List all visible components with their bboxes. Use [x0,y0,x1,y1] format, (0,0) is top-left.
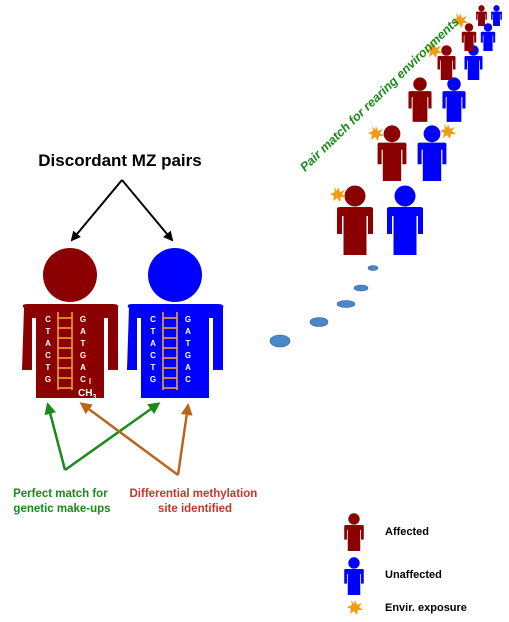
svg-text:A: A [80,327,86,336]
svg-text:Unaffected: Unaffected [385,569,442,581]
exposure-burst [440,124,456,139]
dna-strand-b-left: G A T G A C [80,315,86,384]
exposure-burst-icon [347,600,363,615]
svg-text:A: A [45,339,51,348]
twin-pair-2 [368,124,456,181]
genetic-match-label: Perfect match for genetic make-ups [13,488,111,515]
svg-text:A: A [185,327,191,336]
receding-twin-pairs [330,5,502,255]
methyl-group-label: CH3 [78,388,96,401]
dna-strand-a-right: C T A C T G [150,315,156,384]
exposure-burst [368,126,384,141]
svg-text:C: C [45,351,51,360]
svg-text:T: T [46,327,51,336]
svg-text:C: C [185,375,191,384]
svg-text:T: T [151,363,156,372]
svg-text:G: G [45,375,51,384]
twin-unaffected-head [148,248,202,302]
twin-unaffected-body [127,304,224,398]
svg-text:T: T [46,363,51,372]
exposure-burst [330,187,346,202]
svg-text:T: T [186,339,191,348]
svg-text:G: G [80,315,86,324]
svg-text:G: G [80,351,86,360]
svg-text:A: A [150,339,156,348]
twin-affected-head [43,248,97,302]
legend-affected: Affected [344,513,429,551]
legend-unaffected: Unaffected [344,557,442,595]
svg-text:Envir. exposure: Envir. exposure [385,602,467,614]
svg-text:G: G [185,315,191,324]
twin-pair-5 [461,23,496,51]
diagram-title: Discordant MZ pairs [38,151,201,170]
dna-ladder-right [162,312,178,390]
svg-text:C: C [150,351,156,360]
svg-text:C: C [80,375,86,384]
svg-text:Affected: Affected [385,526,429,538]
svg-text:G: G [150,375,156,384]
legend: Affected Unaffected Envir. exposure [344,513,467,615]
title-arrows [70,179,174,242]
svg-text:A: A [80,363,86,372]
methylation-label: Differential methylation site identified [129,488,260,515]
dna-strand-b-right: G A T G A C [185,315,191,384]
svg-text:C: C [150,315,156,324]
twin-pair-3 [408,77,466,122]
legend-exposure: Envir. exposure [347,600,467,615]
twin-unaffected: C T A C T G G A T G A C [127,248,224,398]
svg-text:T: T [151,327,156,336]
affected-person-icon [344,513,364,551]
genetic-match-arrows [44,402,161,472]
dna-ladder-left [57,312,73,390]
methylation-arrows [79,402,193,477]
unaffected-person-icon [344,557,364,595]
twin-pair-1 [330,185,423,255]
dna-strand-a-left: C T A C T G [45,315,51,384]
svg-text:G: G [185,351,191,360]
svg-text:T: T [81,339,86,348]
twin-affected-body [22,304,119,398]
twin-affected: C T A C T G G A T G A C CH3 [22,248,119,401]
svg-text:C: C [45,315,51,324]
pair-trail-dots [269,265,379,348]
svg-text:A: A [185,363,191,372]
